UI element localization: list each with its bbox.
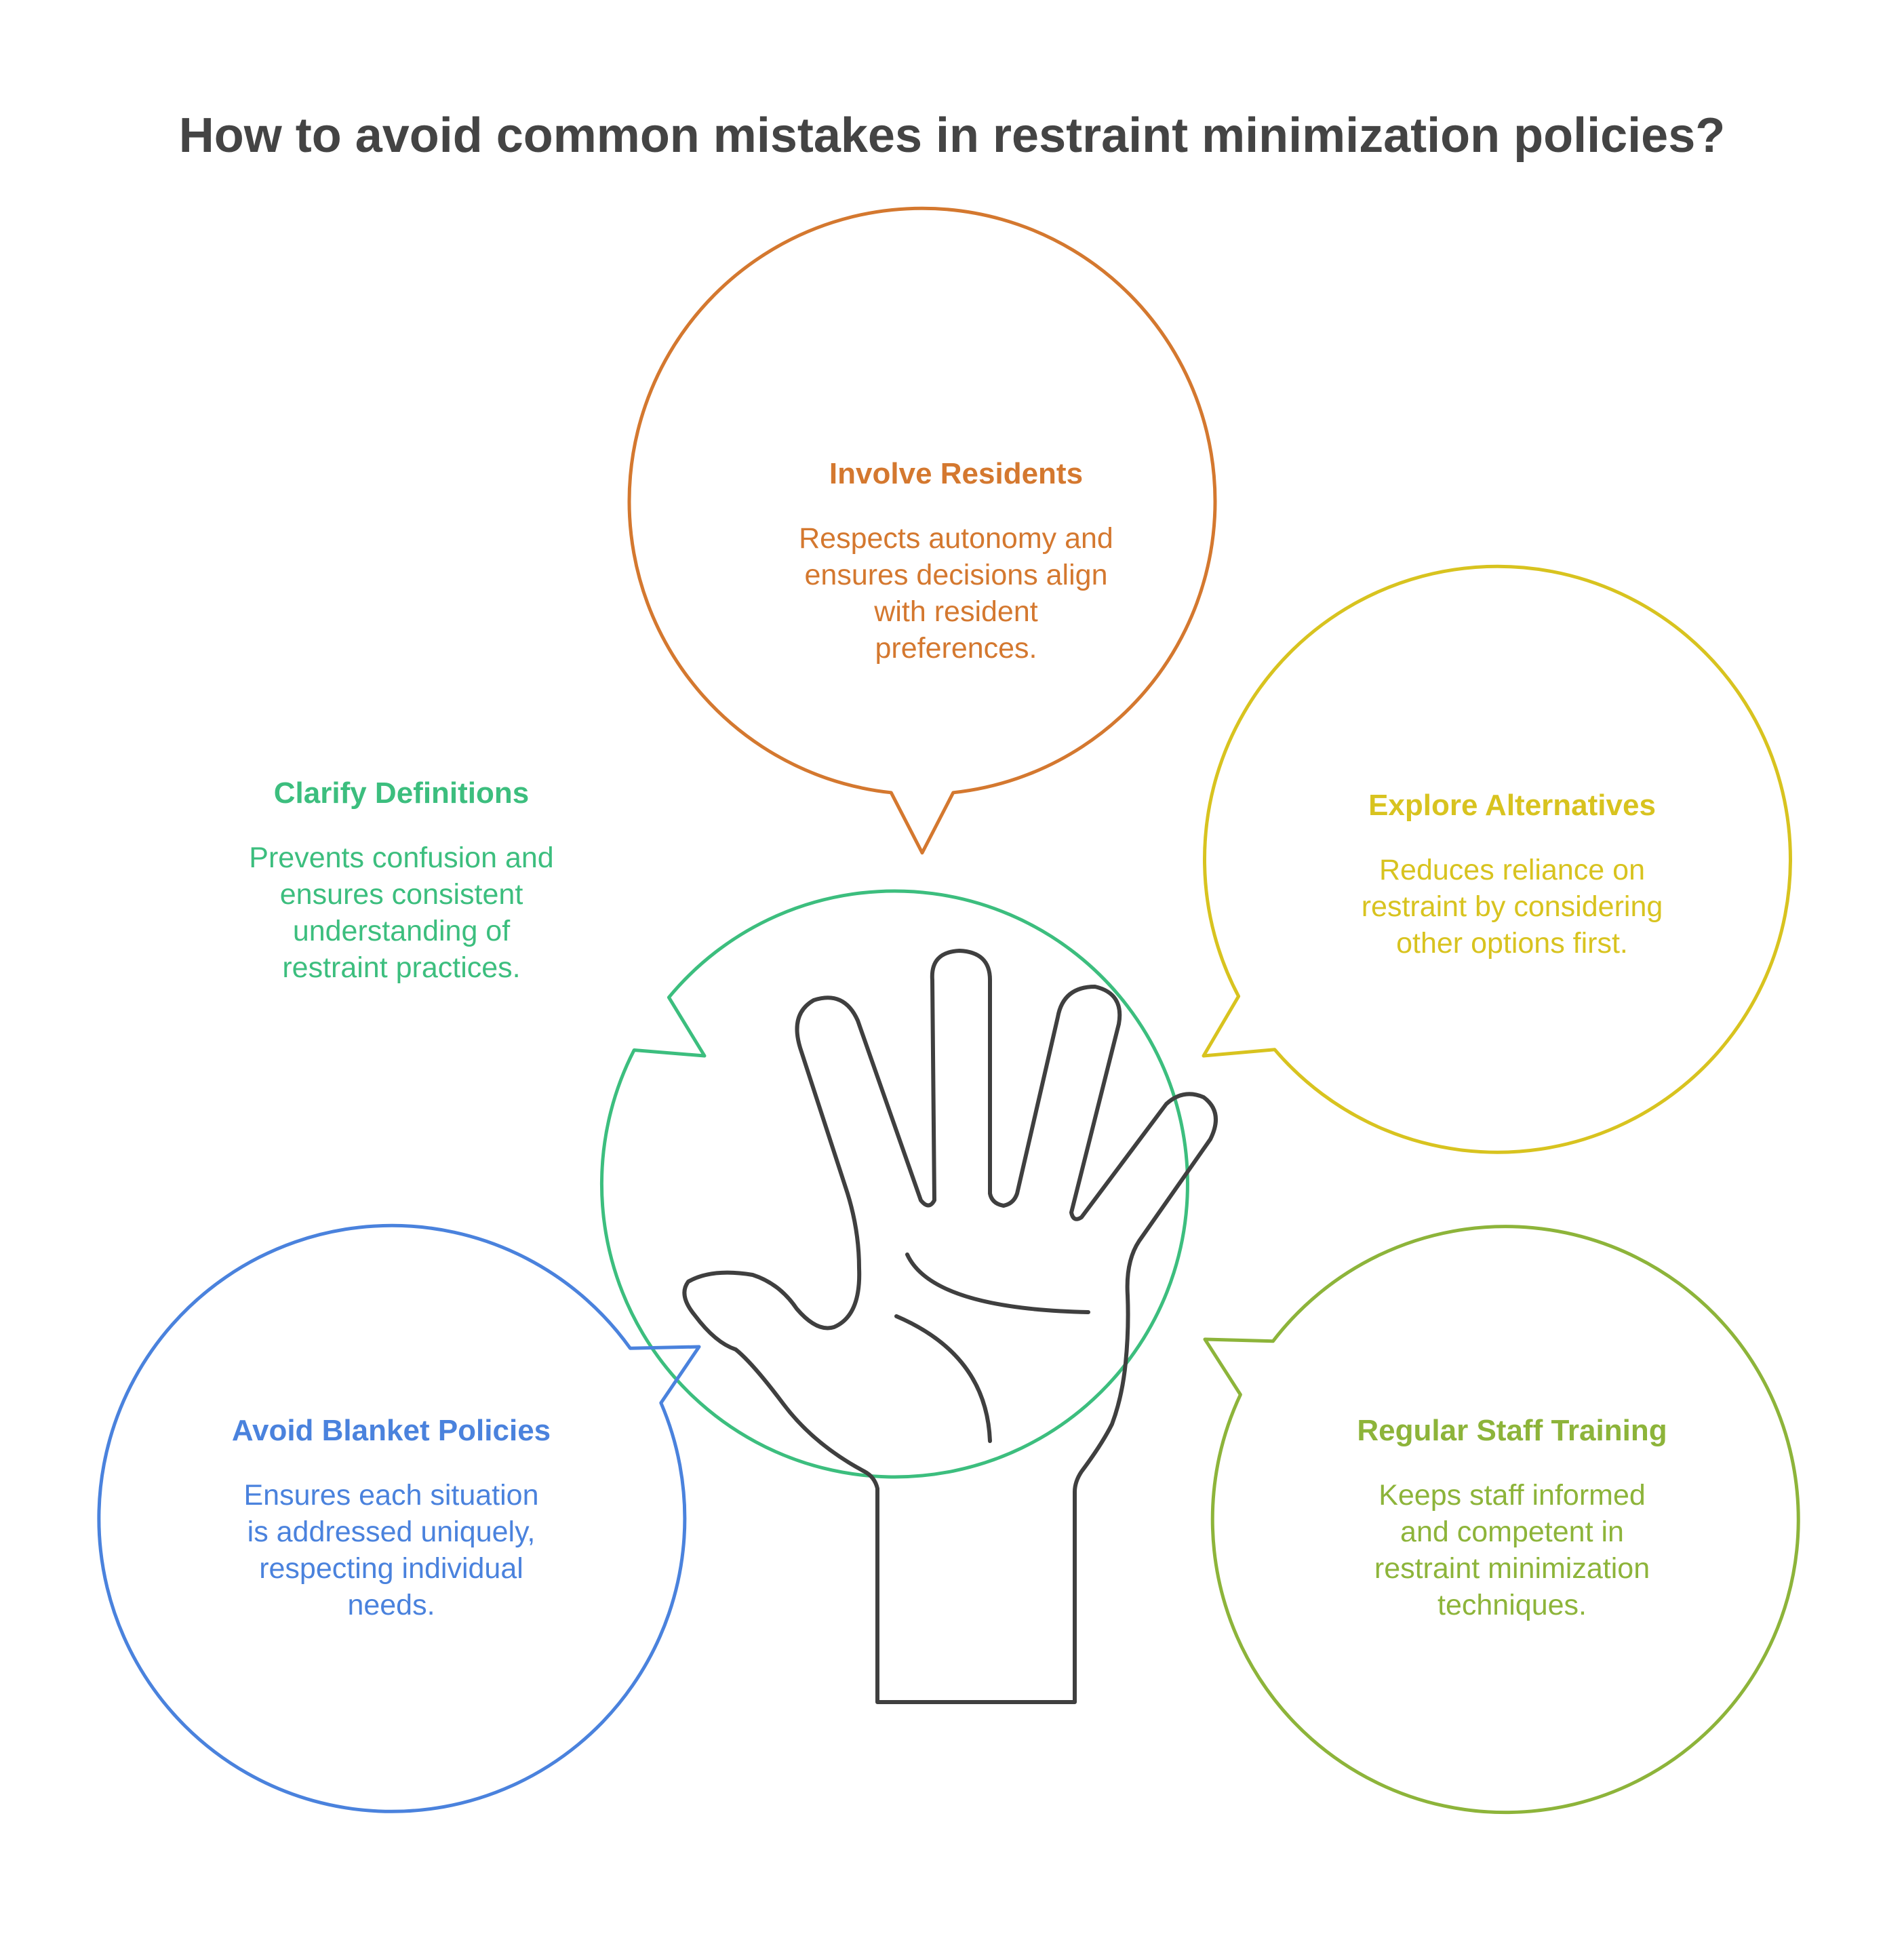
bubble-explore-line: restraint by considering: [1361, 890, 1663, 923]
bubble-avoid-line: is addressed uniquely,: [247, 1516, 536, 1548]
bubble-training-line: restraint minimization: [1374, 1552, 1650, 1585]
bubble-clarify-line: Prevents confusion and: [249, 842, 554, 874]
bubble-clarify-line: understanding of: [292, 915, 511, 947]
bubble-training-line: and competent in: [1400, 1516, 1624, 1548]
bubble-training-line: Keeps staff informed: [1379, 1479, 1646, 1512]
bubble-involve-body: Respects autonomy and ensures decisions …: [739, 520, 1173, 667]
bubble-explore-heading: Explore Alternatives: [1368, 789, 1656, 822]
bubble-involve-line: preferences.: [875, 632, 1037, 665]
bubble-involve-line: Respects autonomy and: [799, 522, 1113, 555]
bubble-clarify: Clarify Definitions Prevents confusion a…: [184, 773, 618, 986]
bubble-clarify-heading: Clarify Definitions: [273, 776, 530, 810]
bubble-avoid: Avoid Blanket Policies Ensures each situ…: [174, 1410, 608, 1623]
bubble-avoid-line: Ensures each situation: [243, 1479, 539, 1512]
bubble-training: Regular Staff Training Keeps staff infor…: [1295, 1410, 1729, 1623]
raised-hand-icon: [682, 949, 1218, 1704]
bubble-avoid-outline: [97, 1223, 701, 1813]
bubble-training-heading: Regular Staff Training: [1357, 1414, 1667, 1447]
bubble-involve-line: ensures decisions align: [804, 559, 1108, 591]
bubble-explore-line: Reduces reliance on: [1379, 854, 1646, 886]
bubble-training-body: Keeps staff informed and competent in re…: [1295, 1477, 1729, 1623]
bubble-involve: Involve Residents Respects autonomy and …: [739, 454, 1173, 667]
bubble-clarify-line: restraint practices.: [282, 951, 521, 984]
bubble-explore-body: Reduces reliance on restraint by conside…: [1295, 852, 1729, 962]
bubble-explore: Explore Alternatives Reduces reliance on…: [1295, 785, 1729, 962]
bubble-clarify-outline: [599, 889, 1189, 1479]
bubble-training-line: techniques.: [1437, 1589, 1587, 1621]
bubble-avoid-line: respecting individual: [259, 1552, 523, 1585]
bubble-involve-outline: [627, 206, 1217, 855]
bubble-involve-line: with resident: [874, 595, 1038, 628]
page-title: How to avoid common mistakes in restrain…: [178, 108, 1726, 163]
bubble-involve-heading: Involve Residents: [829, 457, 1084, 490]
bubble-avoid-line: needs.: [347, 1589, 435, 1621]
bubble-avoid-body: Ensures each situation is addressed uniq…: [174, 1477, 608, 1623]
bubble-clarify-body: Prevents confusion and ensures consisten…: [184, 840, 618, 986]
bubble-explore-outline: [1202, 564, 1792, 1154]
bubble-clarify-line: ensures consistent: [279, 878, 523, 911]
bubble-explore-line: other options first.: [1396, 927, 1628, 960]
bubble-training-outline: [1203, 1225, 1800, 1815]
bubble-avoid-heading: Avoid Blanket Policies: [231, 1414, 551, 1447]
